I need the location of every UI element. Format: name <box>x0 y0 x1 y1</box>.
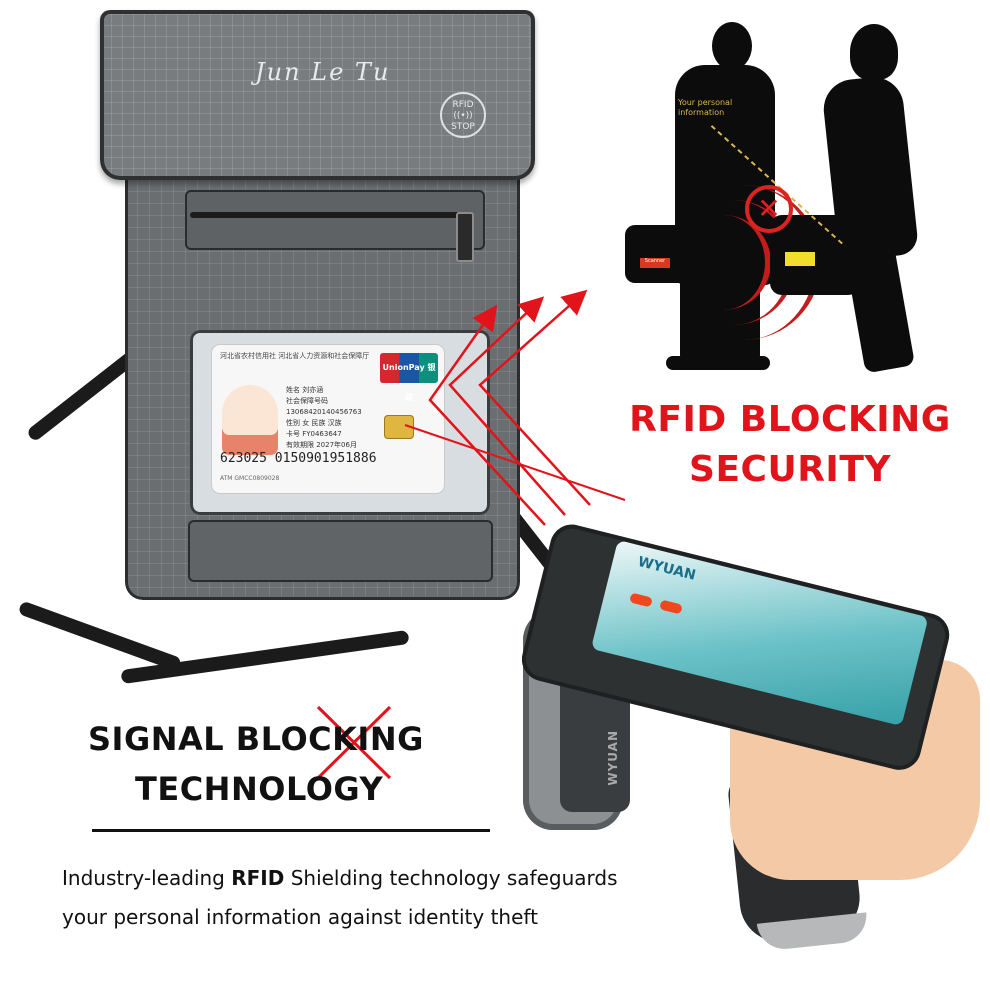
zipper <box>190 212 460 218</box>
card-header: 河北省农村信用社 河北省人力资源和社会保障厅 <box>220 352 370 360</box>
signal-blocking-heading: SIGNAL BLOCKING <box>88 720 424 758</box>
card-field: 性别 女 民族 汉族 <box>286 419 342 427</box>
description-line1: Industry-leading RFID Shielding technolo… <box>62 866 618 890</box>
cross-out-mark <box>316 705 392 780</box>
id-card: 河北省农村信用社 河北省人力资源和社会保障厅 UnionPay 银联 姓名 刘亦… <box>212 345 444 493</box>
description-post: Shielding technology safeguards <box>284 866 618 890</box>
rfid-stop-icon: RFID ((•)) STOP <box>440 92 486 138</box>
zip-pocket <box>185 190 485 250</box>
description-line2: your personal information against identi… <box>62 905 538 929</box>
card-fields: 姓名 刘亦涵 社会保障号码 13068420140456763 性别 女 民族 … <box>286 385 381 451</box>
card-field: 有效期限 2027年06月 <box>286 441 357 449</box>
man-silhouette-feet <box>666 356 770 370</box>
card-field: 姓名 刘亦涵 <box>286 386 324 394</box>
zipper-pull-icon <box>456 212 474 262</box>
technology-heading: TECHNOLOGY <box>135 770 384 808</box>
rfid-stop-text: RFID ((•)) STOP <box>451 100 475 132</box>
briefcase-icon <box>625 225 693 283</box>
divider <box>92 829 490 832</box>
card-field: 卡号 FY0463647 <box>286 430 342 438</box>
bag-label: Scanner <box>640 258 670 268</box>
arrow <box>404 424 626 501</box>
description-pre: Industry-leading <box>62 866 232 890</box>
man-silhouette-head <box>712 22 752 70</box>
arrow <box>478 289 591 506</box>
id-badge-icon <box>785 252 815 266</box>
arrow <box>448 296 566 516</box>
blocked-x-icon: ✕ <box>745 185 793 233</box>
info-label: Your personal information <box>678 98 733 117</box>
lower-pocket <box>188 520 493 582</box>
card-photo <box>222 385 278 455</box>
card-footer: ATM GMCC0809028 <box>220 475 280 482</box>
headline-line2: SECURITY <box>689 449 891 490</box>
card-field: 社会保障号码 13068420140456763 <box>286 397 362 416</box>
headline-line1: RFID BLOCKING <box>629 399 951 440</box>
brand-logo: Jun Le Tu <box>255 58 391 86</box>
unionpay-logo: UnionPay 银联 <box>380 353 438 402</box>
card-number: 623025 0150901951886 <box>220 451 377 466</box>
description-bold: RFID <box>231 866 285 890</box>
arrow <box>428 304 546 526</box>
woman-silhouette-head <box>850 24 898 80</box>
rfid-blocking-headline: RFID BLOCKING SECURITY <box>605 395 975 495</box>
